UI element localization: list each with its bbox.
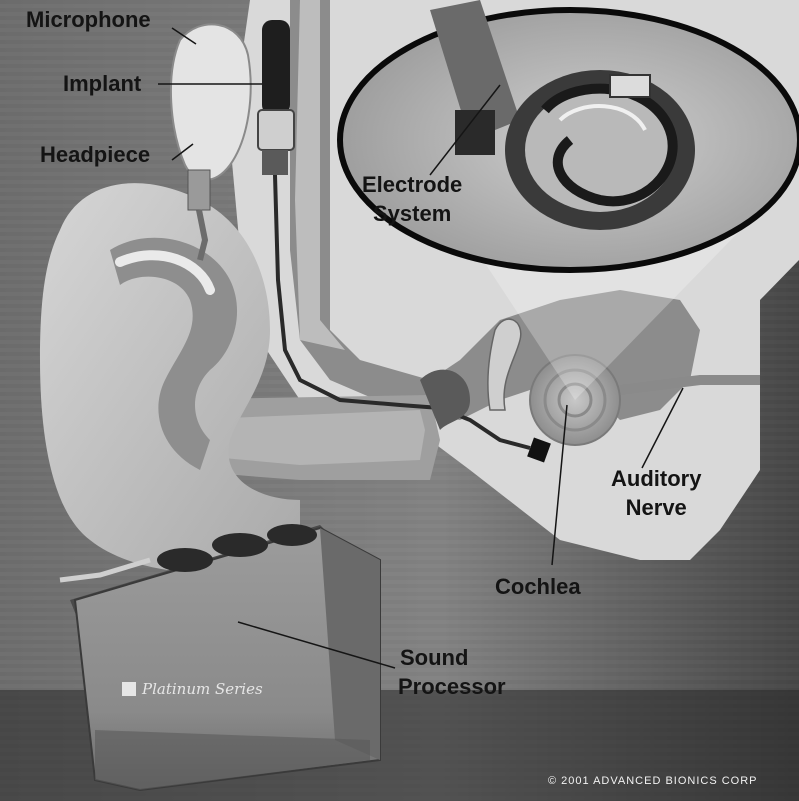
label-microphone: Microphone	[26, 9, 151, 31]
label-electrode-line1: Electrode	[362, 170, 462, 199]
label-headpiece: Headpiece	[40, 144, 150, 166]
label-auditory-nerve: Auditory Nerve	[611, 464, 701, 522]
label-electrode-system: Electrode System	[362, 170, 462, 228]
brand-logo-icon	[122, 682, 136, 696]
label-sound-line1: Sound	[398, 643, 506, 672]
copyright-notice: © 2001 ADVANCED BIONICS CORP	[548, 776, 758, 787]
label-implant: Implant	[63, 73, 141, 95]
label-sound-processor: Sound Processor	[398, 643, 506, 701]
label-electrode-line2: System	[362, 199, 462, 228]
processor-brand: Platinum Series	[122, 680, 263, 698]
label-auditory-line2: Nerve	[611, 493, 701, 522]
label-sound-line2: Processor	[398, 672, 506, 701]
label-cochlea: Cochlea	[495, 576, 581, 598]
brand-text: Platinum Series	[142, 680, 263, 698]
label-auditory-line1: Auditory	[611, 464, 701, 493]
